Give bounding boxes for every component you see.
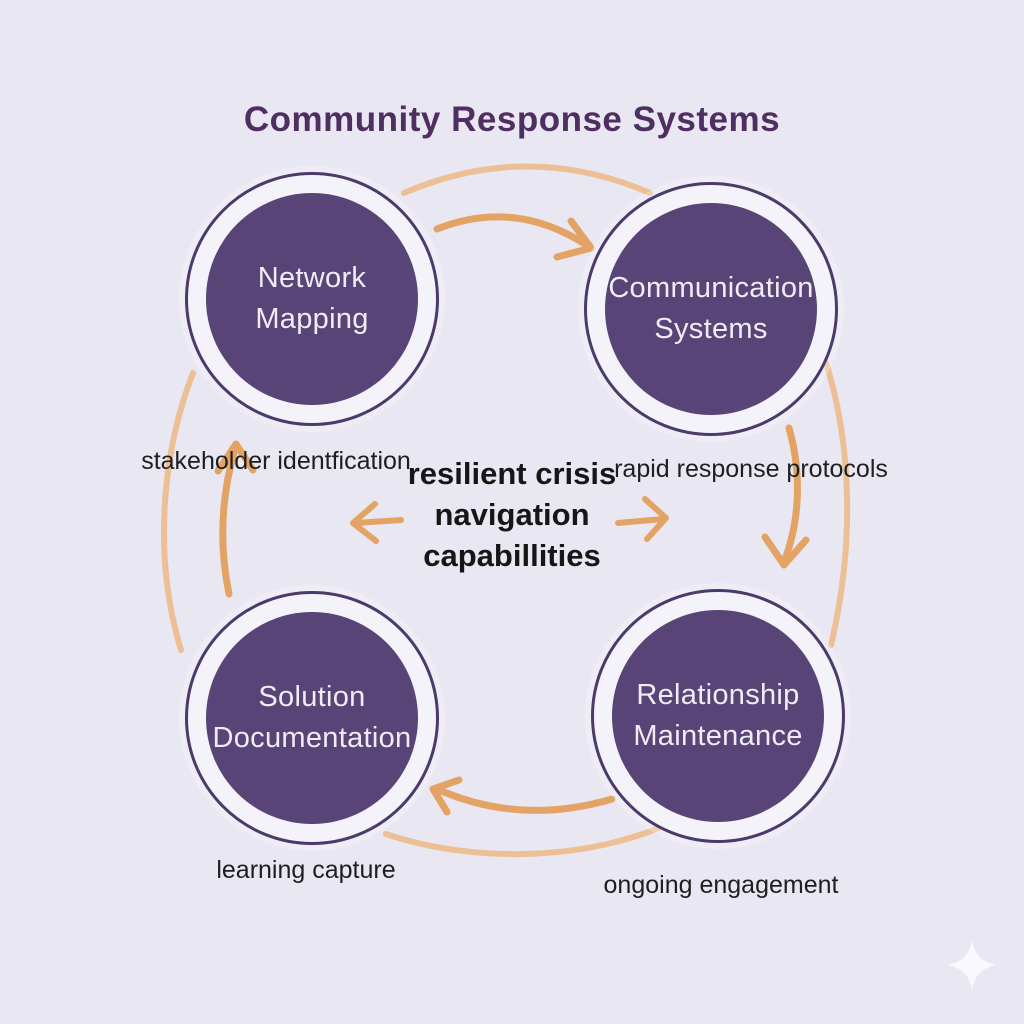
arrow-bottom xyxy=(433,785,616,814)
arrow-top xyxy=(433,213,592,250)
arrow-right-head xyxy=(761,533,810,569)
node-relationship-maintenance: Relationship Maintenance xyxy=(591,589,845,843)
edge-label-rapid-response-protocols: rapid response protocols xyxy=(614,455,888,483)
edge-label-learning-capture: learning capture xyxy=(216,856,396,884)
center-arrow-left xyxy=(350,501,404,544)
arrow-top-head xyxy=(553,217,595,261)
edge-label-ongoing-engagement: ongoing engagement xyxy=(603,871,839,899)
sparkle-icon xyxy=(948,941,996,989)
arc-top-outer xyxy=(401,163,653,196)
edge-label-stakeholder-identification: stakeholder identfication xyxy=(141,447,411,475)
node-relationship-maintenance-label: Relationship Maintenance xyxy=(612,610,824,822)
arc-bottom-outer xyxy=(383,814,686,858)
arrow-left xyxy=(219,445,239,598)
arrow-bottom-head xyxy=(429,776,463,816)
page-title: Community Response Systems xyxy=(243,100,781,139)
node-solution-documentation: Solution Documentation xyxy=(185,591,439,845)
node-solution-documentation-label: Solution Documentation xyxy=(206,612,418,824)
arc-left-outer xyxy=(161,370,196,653)
arrow-right xyxy=(780,424,801,566)
center-arrow-right xyxy=(615,496,669,542)
arrow-left-head xyxy=(214,440,257,475)
node-network-mapping: Network Mapping xyxy=(185,172,439,426)
node-network-mapping-label: Network Mapping xyxy=(206,193,418,405)
arc-right-outer xyxy=(816,340,851,648)
center-text: resilient crisis navigation capabillitie… xyxy=(407,456,617,573)
node-communication-systems-label: Communication Systems xyxy=(605,203,817,415)
node-communication-systems: Communication Systems xyxy=(584,182,838,436)
